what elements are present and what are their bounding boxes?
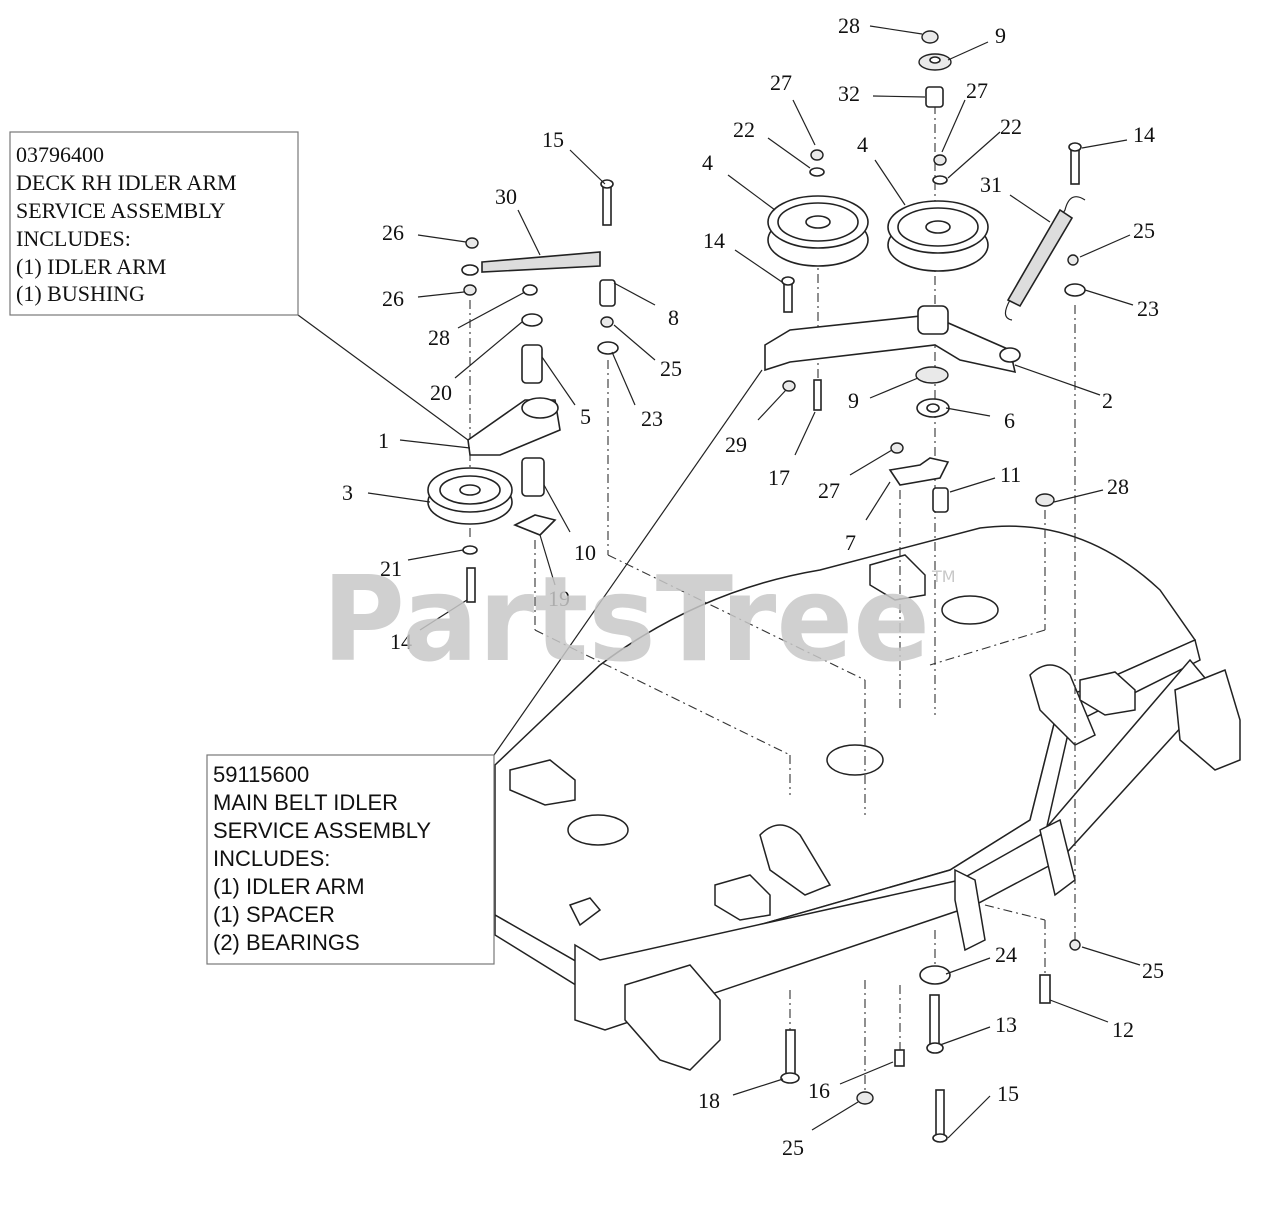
service-box-2-line: INCLUDES: (213, 846, 330, 871)
callout-23-left: 23 (641, 406, 663, 431)
callout-30: 30 (495, 184, 517, 209)
callout-14-middle: 14 (703, 228, 725, 253)
callout-4-left: 4 (702, 150, 713, 175)
callout-20: 20 (430, 380, 452, 405)
service-box-2-part-number: 59115600 (213, 762, 309, 787)
callout-27-right: 27 (966, 78, 988, 103)
callout-15-bottom: 15 (997, 1081, 1019, 1106)
service-box-1-line: (1) IDLER ARM (16, 254, 166, 279)
callout-14-top-right: 14 (1133, 122, 1155, 147)
callout-25-right: 25 (1133, 218, 1155, 243)
callout-4-right: 4 (857, 132, 868, 157)
callout-7: 7 (845, 530, 856, 555)
callout-25-left: 25 (660, 356, 682, 381)
callout-16: 16 (808, 1078, 830, 1103)
callout-5: 5 (580, 404, 591, 429)
callout-19: 19 (548, 586, 570, 611)
service-box-1-line: (1) BUSHING (16, 281, 145, 306)
service-box-2-line: (1) SPACER (213, 902, 335, 927)
partstree-watermark: PartsTree TM (322, 550, 956, 688)
callout-13: 13 (995, 1012, 1017, 1037)
callout-25-bottom: 25 (782, 1135, 804, 1160)
callout-15-top: 15 (542, 127, 564, 152)
callout-8: 8 (668, 305, 679, 330)
callout-3: 3 (342, 480, 353, 505)
callout-27-lower: 27 (818, 478, 840, 503)
pulley-4-right (887, 200, 989, 272)
callout-28-top: 28 (838, 13, 860, 38)
callout-26-bottom: 26 (382, 286, 404, 311)
callout-24: 24 (995, 942, 1017, 967)
callout-11: 11 (1000, 462, 1021, 487)
callout-31: 31 (980, 172, 1002, 197)
callout-2: 2 (1102, 388, 1113, 413)
service-box-rh-idler-arm: 03796400 DECK RH IDLER ARM SERVICE ASSEM… (9, 131, 299, 316)
watermark-tm: TM (931, 567, 956, 586)
callout-26-top: 26 (382, 220, 404, 245)
callout-22-left: 22 (733, 117, 755, 142)
service-box-1-line: INCLUDES: (16, 226, 131, 251)
callout-labels: 28 9 27 32 27 22 22 14 4 4 31 15 25 30 2… (342, 13, 1164, 1160)
callout-29: 29 (725, 432, 747, 457)
callout-12: 12 (1112, 1017, 1134, 1042)
service-box-main-belt-idler: 59115600 MAIN BELT IDLER SERVICE ASSEMBL… (206, 754, 495, 965)
callout-18: 18 (698, 1088, 720, 1113)
callout-10: 10 (574, 540, 596, 565)
callout-21: 21 (380, 556, 402, 581)
callout-14-left: 14 (390, 629, 412, 654)
service-box-1-line: SERVICE ASSEMBLY (16, 198, 225, 223)
service-box-2-line: MAIN BELT IDLER (213, 790, 398, 815)
callout-28-lower: 28 (1107, 474, 1129, 499)
leader-lines (297, 25, 1141, 1139)
callout-17: 17 (768, 465, 790, 490)
service-box-2-line: SERVICE ASSEMBLY (213, 818, 431, 843)
callout-22-right: 22 (1000, 114, 1022, 139)
callout-6: 6 (1004, 408, 1015, 433)
left-idler-assembly (427, 179, 619, 603)
service-box-2-line: (2) BEARINGS (213, 930, 360, 955)
watermark-text: PartsTree (322, 550, 930, 688)
callout-25-lower-right: 25 (1142, 958, 1164, 983)
service-box-1-line: DECK RH IDLER ARM (16, 170, 237, 195)
callout-32: 32 (838, 81, 860, 106)
service-box-2-line: (1) IDLER ARM (213, 874, 365, 899)
mower-deck (494, 525, 1241, 1071)
callout-23-right: 23 (1137, 296, 1159, 321)
pulley-4-left (767, 195, 869, 267)
service-box-1-part-number: 03796400 (16, 142, 104, 167)
parts (427, 30, 1086, 1143)
callout-27-left: 27 (770, 70, 792, 95)
callout-9-top: 9 (995, 23, 1006, 48)
callout-28-left: 28 (428, 325, 450, 350)
callout-9-middle: 9 (848, 388, 859, 413)
callout-1: 1 (378, 428, 389, 453)
